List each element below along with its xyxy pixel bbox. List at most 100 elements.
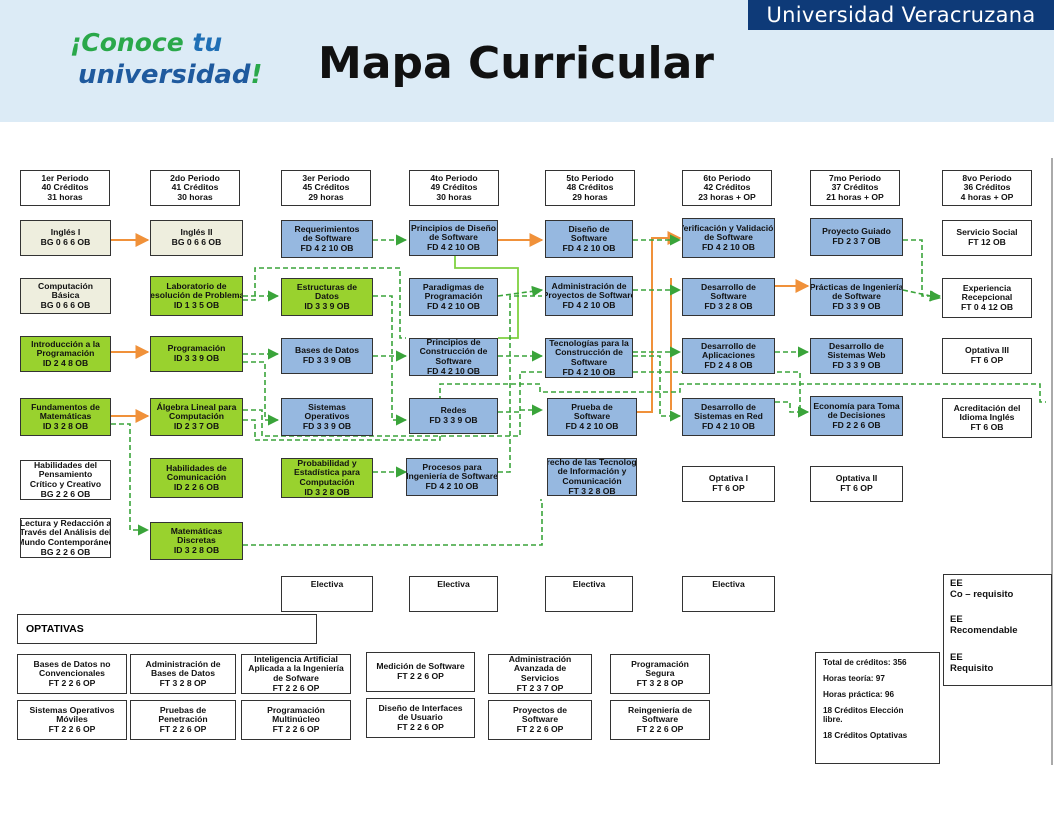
box-text-line: ID 2 2 6 OB <box>173 481 220 492</box>
box-text-line: de Software <box>832 291 881 302</box>
box-text-line: Fundamentos de <box>31 401 100 412</box>
box-text-line: de Software <box>704 232 753 243</box>
box-text-line: 5to Periodo <box>566 172 614 183</box>
box-text-line: FD 4 2 10 OB <box>562 242 616 253</box>
box-text-line: Construcción de <box>419 346 488 357</box>
box-text-line: 31 horas <box>47 191 83 202</box>
box-text-line: FT 2 2 6 OP <box>159 723 207 734</box>
box-text-line: Desarrollo de <box>701 340 756 351</box>
legend-co-ee: EE <box>950 578 963 589</box>
box-text-line: FD 4 2 10 OB <box>565 420 619 431</box>
box-text-line: FD 3 3 9 OB <box>832 300 881 311</box>
box-text-line: FD 4 2 10 OB <box>426 365 480 376</box>
box-text-line: FT 3 2 8 OP <box>636 677 684 688</box>
logo-text-a: ¡Conoce <box>70 28 193 57</box>
box-text-line: Servicios <box>520 673 560 683</box>
box-text-line: Multinúcleo <box>272 714 320 725</box>
box-text-line: Software <box>641 714 679 725</box>
box-text-line: Electiva <box>572 579 606 589</box>
box-text-line: Diseño de Interfaces <box>378 702 463 713</box>
elective-credits-b: libre. <box>823 715 843 725</box>
box-text-line: 6to Periodo <box>703 172 751 183</box>
box-text-line: FD 4 2 10 OB <box>300 242 354 253</box>
university-banner: Universidad Veracruzana <box>748 0 1054 30</box>
box-text-line: 7mo Periodo <box>828 172 882 183</box>
box-text-line: Habilidades de <box>166 462 227 473</box>
course-electiva4: Electiva <box>682 576 775 612</box>
rec-arrow <box>243 383 1046 441</box>
elective-credits-a: 18 Créditos Elección <box>823 705 904 715</box>
course-electiva3: Electiva <box>545 576 633 612</box>
optativas-title: OPTATIVAS <box>17 614 317 644</box>
box-text-line: ID 2 4 8 OB <box>42 357 89 368</box>
totals-box: Total de créditos: 356 Horas teoría: 97 … <box>815 652 940 764</box>
box-text-line: Proyectos de Software <box>545 290 633 301</box>
box-text-line: BG 0 6 6 OB <box>40 299 91 310</box>
box-text-line: FT 12 OB <box>968 237 1006 247</box>
box-text-line: de Decisiones <box>827 410 886 421</box>
box-text-line: Mundo Contemporáneo <box>20 537 111 547</box>
box-text-line: Estructuras de <box>296 281 358 292</box>
page-title: Mapa Curricular <box>318 38 714 89</box>
legend-co-label: Co – requisito <box>950 588 1014 600</box>
box-text-line: Comunicación <box>166 472 227 483</box>
box-text-line: Prácticas de Ingeniería <box>810 281 903 292</box>
box-text-line: Programación <box>267 704 325 715</box>
box-text-line: Software <box>570 233 608 244</box>
box-text-line: 21 horas + OP <box>826 191 884 202</box>
box-text-line: FT 2 3 7 OP <box>516 682 564 693</box>
box-text-line: Administración <box>508 654 572 664</box>
box-text-line: FT 6 OP <box>970 355 1004 365</box>
box-text-line: 29 horas <box>572 191 608 202</box>
box-text-line: Lectura y Redacción a <box>20 518 111 528</box>
box-text-line: FD 4 2 10 OB <box>701 241 755 252</box>
box-text-line: FT 2 2 6 OP <box>272 682 320 693</box>
box-text-line: Requerimientos <box>294 223 360 234</box>
box-text-line: Tecnologías para la <box>549 338 629 348</box>
logo-text-universidad: universidad <box>78 60 251 90</box>
recommended-arrows <box>111 234 1046 546</box>
box-text-line: Acreditación del <box>953 402 1021 413</box>
box-text-line: Verificación y Validación <box>682 222 775 233</box>
box-text-line: Programación <box>167 343 226 354</box>
box-text-line: Optativa II <box>835 473 878 484</box>
box-text-line: Álgebra Lineal para <box>156 401 237 412</box>
box-text-line: Proyecto Guiado <box>822 226 891 237</box>
box-text-line: 29 horas <box>308 191 344 202</box>
box-text-line: de Usuario <box>398 712 443 723</box>
box-text-line: Laboratorio de <box>166 280 227 291</box>
box-text-line: 2do Periodo <box>170 172 220 183</box>
legend-rec-ee: EE <box>950 614 963 625</box>
rec-arrow <box>633 355 682 422</box>
legend-req-ee: EE <box>950 652 963 663</box>
rec-arrow <box>903 239 942 302</box>
box-text-line: FD 3 3 9 OB <box>832 359 881 370</box>
box-text-line: Básica <box>51 290 80 301</box>
box-text-line: FD 4 2 10 OB <box>562 299 616 310</box>
box-text-line: Sistemas Operativos <box>29 704 115 715</box>
box-text-line: Optativa I <box>708 473 749 484</box>
box-text-line: Bases de Datos <box>294 345 359 356</box>
course-laboratorio: Laboratorio deResolución de ProblemasID … <box>150 276 243 316</box>
box-text-line: Habilidades del <box>33 460 98 470</box>
page-header: Universidad Veracruzana ¡Conoce tu unive… <box>0 0 1054 122</box>
box-text-line: Medición de Software <box>376 661 465 672</box>
